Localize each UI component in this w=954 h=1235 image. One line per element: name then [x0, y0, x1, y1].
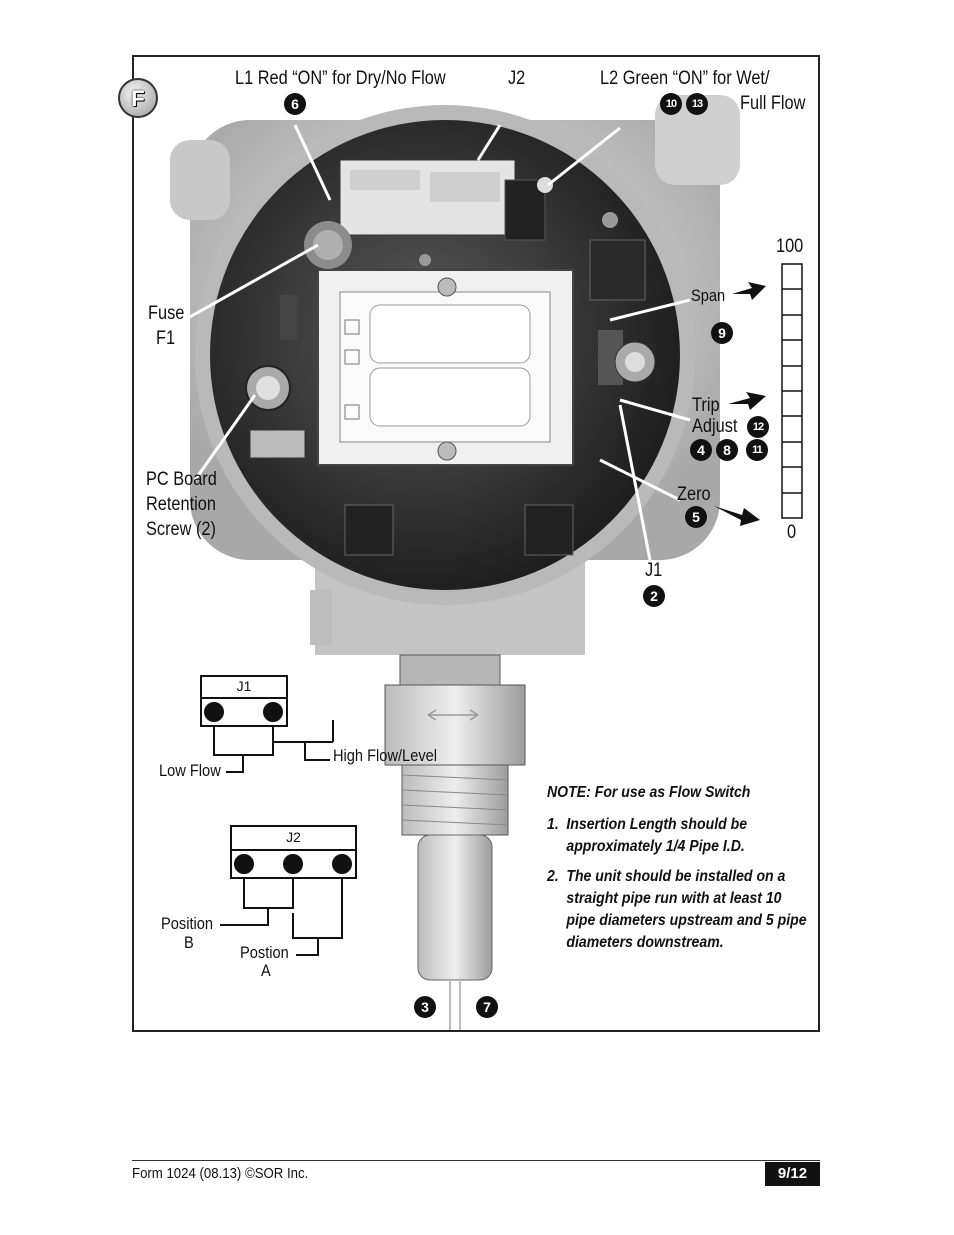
- j1-diagram: [200, 675, 334, 773]
- zero-label: Zero: [677, 484, 711, 505]
- j2-diagram: [220, 825, 357, 956]
- note-list: 1. Insertion Length should be approximate…: [547, 814, 817, 954]
- footer-rule: [132, 1160, 820, 1161]
- l2-label-line1: L2 Green “ON” for Wet/: [600, 68, 770, 89]
- scale-bar: [781, 263, 803, 519]
- scale-top-label: 100: [776, 236, 804, 257]
- step-number-trip: 12: [747, 416, 769, 438]
- step-number-trip-row-a: 4: [690, 439, 712, 461]
- step-number-span: 9: [711, 322, 733, 344]
- step-number-l2-b: 13: [686, 93, 708, 115]
- note-item-text: The unit should be installed on a straig…: [566, 868, 807, 951]
- fuse-label-line1: Fuse: [148, 303, 185, 324]
- note-item-number: 1.: [547, 816, 559, 833]
- step-number-j1: 2: [643, 585, 665, 607]
- figure-badge: F: [118, 78, 158, 118]
- span-label: Span: [691, 286, 726, 305]
- fuse-label-line2: F1: [156, 328, 176, 349]
- step-number-zero: 5: [685, 506, 707, 528]
- figure-frame: [132, 55, 820, 1032]
- pointer-lines: [187, 124, 691, 561]
- note-item: 2. The unit should be installed on a stra…: [547, 866, 813, 954]
- j2-position-b-line2: B: [184, 933, 194, 952]
- j1-low-flow-label: Low Flow: [159, 761, 221, 780]
- trip-label-line1: Trip: [692, 395, 720, 416]
- page-number: 9/12: [765, 1162, 820, 1186]
- pcb-label-line2: Retention: [146, 494, 216, 515]
- step-number-probe-b: 7: [476, 996, 498, 1018]
- note-item-number: 2.: [547, 868, 559, 885]
- pc-board: [245, 159, 656, 556]
- j2-top-label: J2: [508, 68, 526, 89]
- scale-bottom-label: 0: [787, 522, 797, 543]
- l1-label: L1 Red “ON” for Dry/No Flow: [235, 68, 446, 89]
- note-item: 1. Insertion Length should be approximate…: [547, 814, 813, 858]
- j2-position-a-line1: Postion: [240, 943, 289, 962]
- step-number-trip-row-c: 11: [746, 439, 768, 461]
- l2-label-line2: Full Flow: [740, 93, 806, 114]
- step-number-probe-a: 3: [414, 996, 436, 1018]
- note-item-text: Insertion Length should be approximately…: [566, 816, 748, 855]
- step-number-trip-row-b: 8: [716, 439, 738, 461]
- arrows: [714, 282, 766, 526]
- j2-position-a-line2: A: [261, 961, 271, 980]
- flow-switch-note: NOTE: For use as Flow Switch 1. Insertion…: [547, 782, 817, 962]
- pcb-label-line1: PC Board: [146, 469, 217, 490]
- j1-pointer-label: J1: [645, 560, 663, 581]
- probe: [384, 654, 526, 1030]
- j1-high-flow-label: High Flow/Level: [333, 746, 438, 765]
- step-number-l2-a: 10: [660, 93, 682, 115]
- note-title: NOTE: For use as Flow Switch: [547, 784, 751, 801]
- step-number-l1: 6: [284, 93, 306, 115]
- trip-label-line2: Adjust: [692, 416, 738, 437]
- j2-position-b-line1: Position: [161, 914, 214, 933]
- j1-diagram-title: J1: [236, 678, 252, 694]
- pcb-label-line3: Screw (2): [146, 519, 216, 540]
- j2-diagram-title: J2: [286, 829, 301, 845]
- footer-form-text: Form 1024 (08.13) ©SOR Inc.: [132, 1165, 309, 1182]
